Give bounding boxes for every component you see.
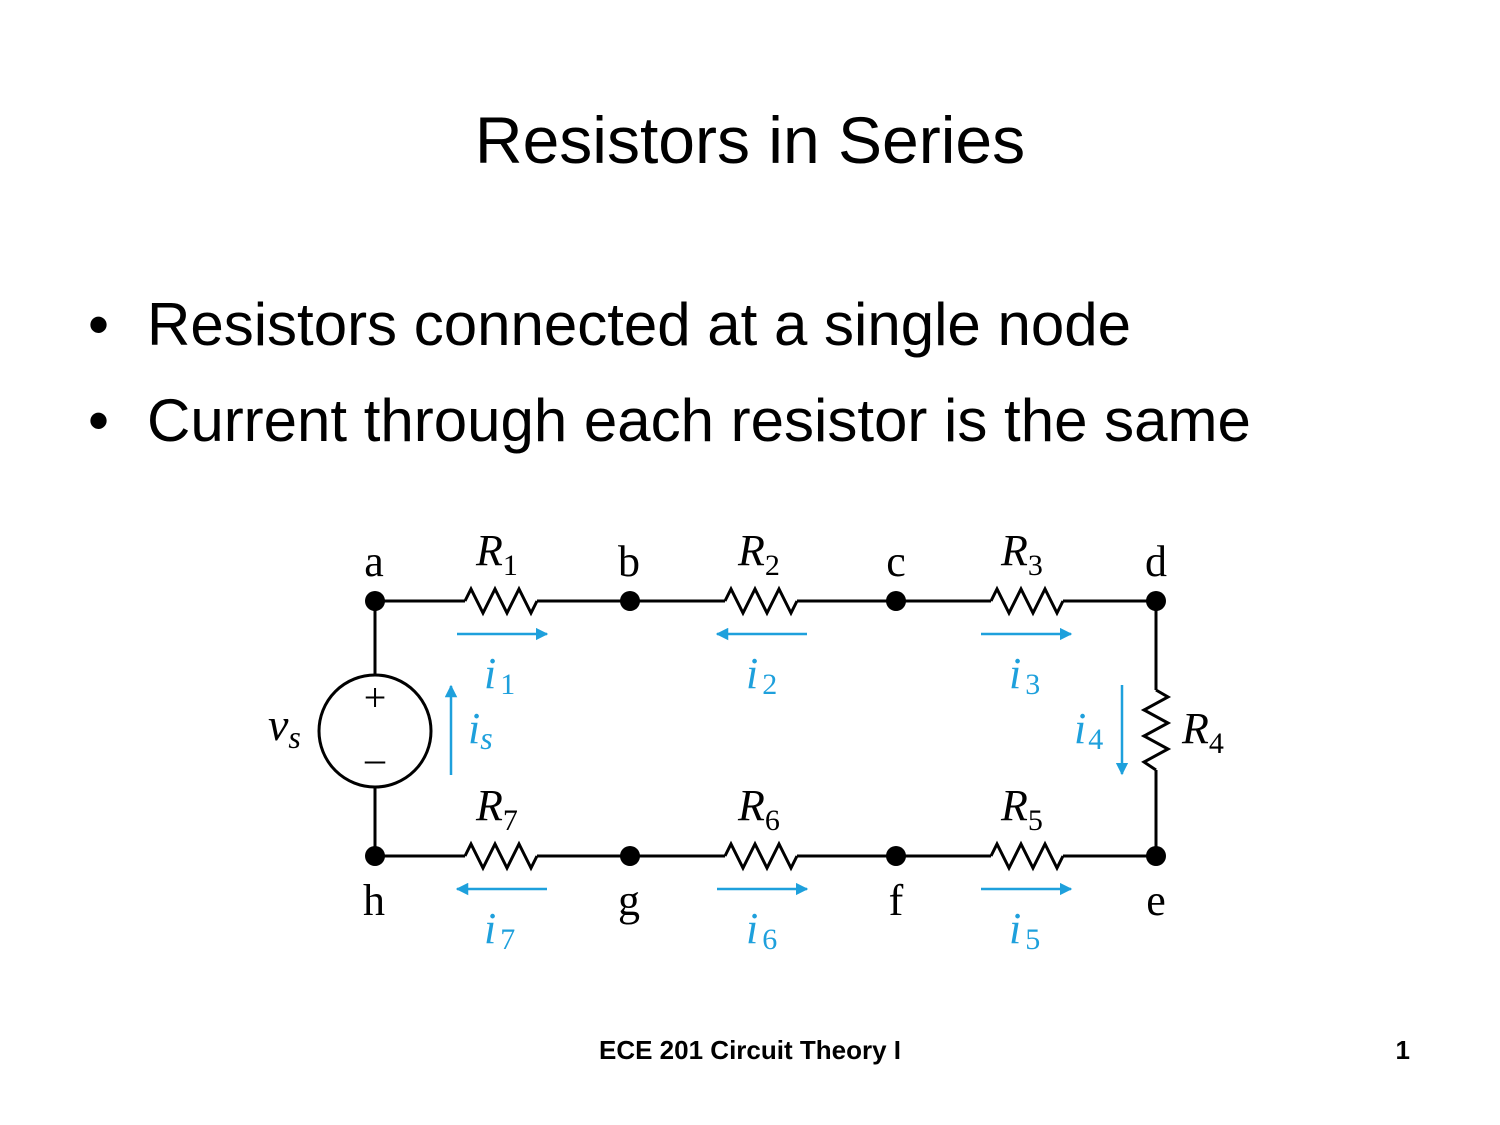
resistor-label-r6: R6	[737, 781, 780, 837]
node-a-dot	[365, 591, 385, 611]
current-symbol: i	[1009, 904, 1021, 953]
resistor-r4	[1140, 688, 1172, 772]
node-f-dot	[886, 846, 906, 866]
current-symbol: i	[746, 904, 758, 953]
current-subscript: 4	[1088, 723, 1103, 756]
node-label-b: b	[618, 537, 640, 586]
source-voltage-label: vs	[268, 699, 301, 755]
node-b-dot	[620, 591, 640, 611]
current-symbol: i	[468, 704, 480, 753]
current-subscript: 7	[500, 923, 515, 956]
resistor-subscript: 1	[503, 549, 518, 582]
node-label-g: g	[618, 876, 640, 925]
node-label-h: h	[363, 876, 385, 925]
current-symbol: i	[1074, 704, 1086, 753]
voltage-source-circle	[317, 673, 433, 789]
slide-title: Resistors in Series	[474, 103, 1026, 177]
current-symbol: i	[484, 904, 496, 953]
current-symbol: i	[746, 649, 758, 698]
node-c-dot	[886, 591, 906, 611]
resistor-label-r2: R2	[737, 526, 780, 582]
bullet-text: Current through each resistor is the sam…	[147, 387, 1251, 454]
resistor-subscript: 6	[765, 804, 780, 837]
current-subscript: 1	[500, 668, 515, 701]
voltage-subscript: s	[288, 719, 300, 755]
node-d-dot	[1146, 591, 1166, 611]
bullet-icon: •	[88, 387, 110, 454]
current-symbol: i	[484, 649, 496, 698]
resistor-label-r5: R5	[1000, 781, 1043, 837]
footer-course-title: ECE 201 Circuit Theory I	[599, 1035, 901, 1065]
bullet-item: • Current through each resistor is the s…	[88, 373, 1251, 469]
resistor-label-r4: R4	[1181, 704, 1224, 760]
node-label-f: f	[889, 876, 904, 925]
resistor-r2	[723, 585, 799, 617]
current-subscript: 6	[762, 923, 777, 956]
resistor-r1	[463, 585, 539, 617]
resistor-r3	[989, 585, 1065, 617]
resistor-symbol: R	[1000, 526, 1028, 575]
node-label-e: e	[1146, 876, 1166, 925]
voltage-source: + –	[317, 673, 433, 789]
resistor-subscript: 5	[1028, 804, 1043, 837]
current-subscript: 5	[1025, 923, 1040, 956]
node-g-dot	[620, 846, 640, 866]
node-h-dot	[365, 846, 385, 866]
resistor-symbol: R	[475, 526, 503, 575]
node-label-a: a	[364, 537, 384, 586]
current-label-is: is	[468, 704, 493, 756]
plus-sign: +	[364, 675, 387, 720]
resistor-r5	[989, 840, 1065, 872]
resistor-r6	[723, 840, 799, 872]
node-label-d: d	[1145, 537, 1167, 586]
resistor-symbol: R	[737, 526, 765, 575]
current-subscript: s	[480, 720, 492, 756]
resistor-label-r3: R3	[1000, 526, 1043, 582]
page-number: 1	[1395, 1035, 1410, 1065]
current-symbol: i	[1009, 649, 1021, 698]
bullet-icon: •	[88, 291, 110, 358]
resistor-subscript: 7	[503, 804, 518, 837]
bullet-text: Resistors connected at a single node	[147, 291, 1131, 358]
resistor-r7	[463, 840, 539, 872]
node-label-c: c	[886, 537, 906, 586]
minus-sign: –	[364, 736, 386, 781]
resistor-label-r1: R1	[475, 526, 518, 582]
bullet-item: • Resistors connected at a single node	[88, 277, 1251, 373]
current-subscript: 3	[1025, 668, 1040, 701]
bullet-list: • Resistors connected at a single node •…	[88, 277, 1251, 469]
resistor-label-r7: R7	[475, 781, 518, 837]
node-e-dot	[1146, 846, 1166, 866]
resistor-subscript: 2	[765, 549, 780, 582]
resistor-symbol: R	[475, 781, 503, 830]
resistor-subscript: 4	[1209, 727, 1224, 760]
resistor-subscript: 3	[1028, 549, 1043, 582]
resistor-symbol: R	[1000, 781, 1028, 830]
current-label-i4: i4	[1074, 704, 1103, 756]
resistor-symbol: R	[1181, 704, 1209, 753]
resistor-symbol: R	[737, 781, 765, 830]
voltage-symbol: v	[268, 699, 289, 750]
current-subscript: 2	[762, 668, 777, 701]
